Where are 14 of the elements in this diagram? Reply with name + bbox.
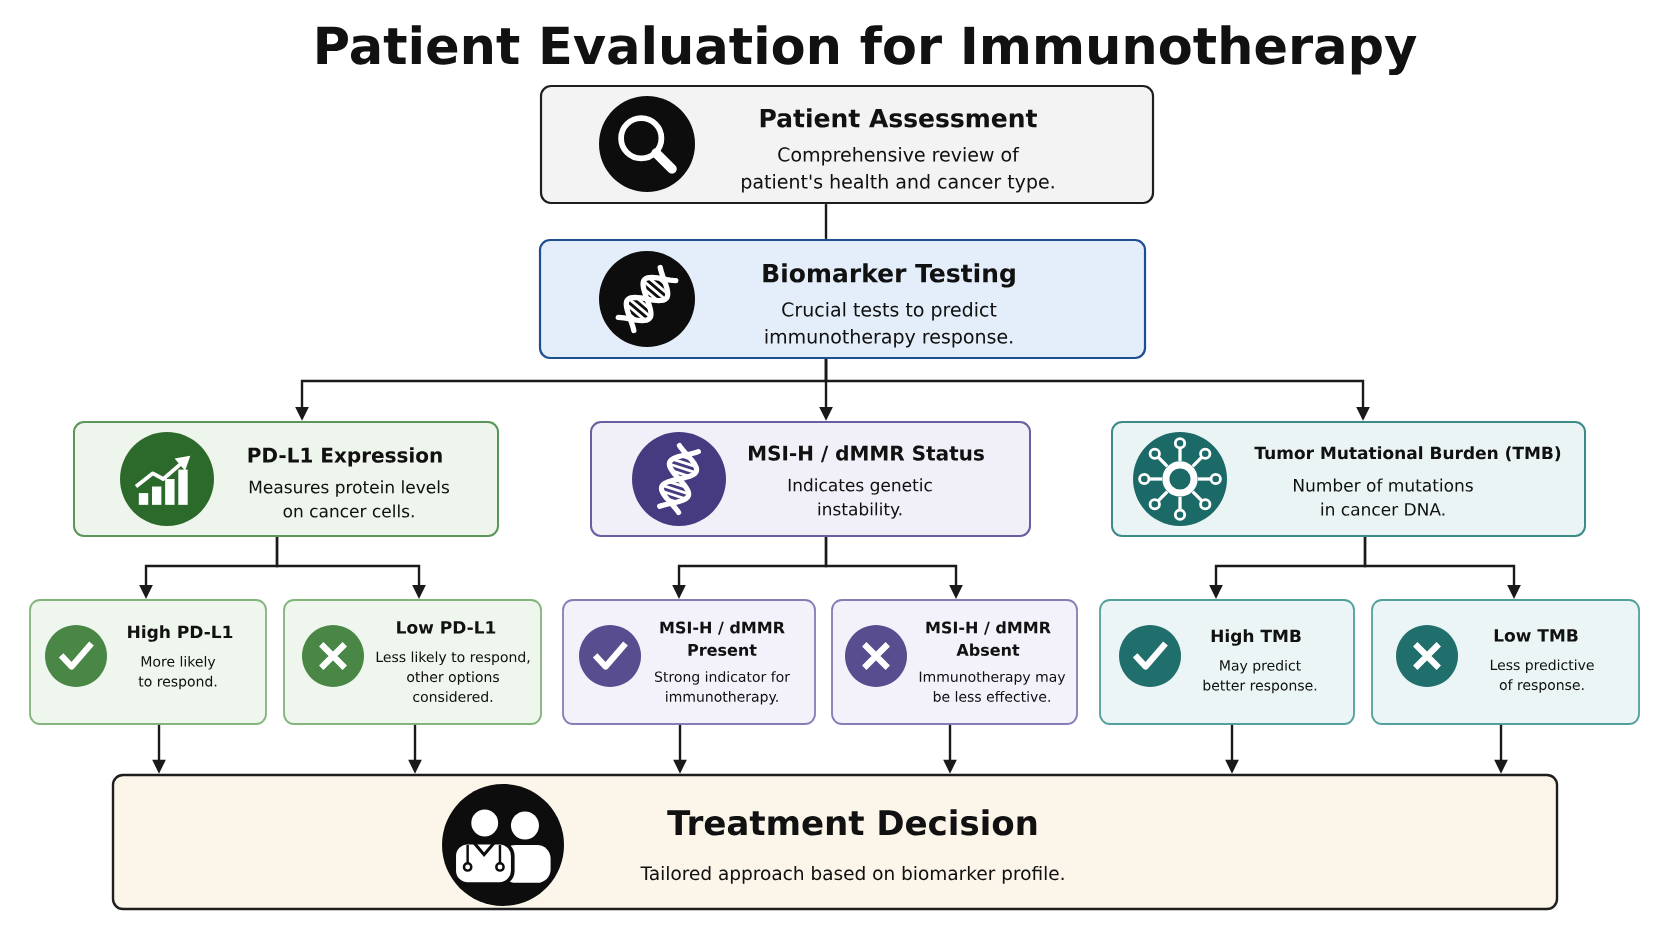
step-box: Patient Assessment Comprehensive review of patient's health and cancer type. [539, 84, 1155, 205]
result-box: Low TMB Less predictive of response. [1371, 599, 1640, 725]
decision-box: Treatment Decision Tailored approach based on biomarker profile. [111, 773, 1559, 911]
step-box: Biomarker Testing Crucial tests to predict immunotherapy response. [538, 238, 1147, 360]
category-box: MSI-H / dMMR Status Indicates genetic instability. [590, 421, 1031, 537]
result-box: Low PD-L1 Less likely to respond, other options considered. [283, 599, 542, 725]
category-box: Tumor Mutational Burden (TMB) Number of mutations in cancer DNA. [1111, 421, 1586, 537]
title: Patient Evaluation for Immunotherapy [317, 25, 1417, 75]
result-box: MSI-H / dMMR Absent Immunotherapy may be less effective. [831, 599, 1078, 725]
category-box: PD-L1 Expression Measures protein levels on cancer cells. [73, 421, 499, 537]
result-box: MSI-H / dMMR Present Strong indicator for immunotherapy. [562, 599, 816, 725]
result-box: High PD-L1 More likely to respond. [29, 599, 267, 725]
result-box: High TMB May predict better response. [1099, 599, 1355, 725]
connector-line [824, 204, 828, 239]
